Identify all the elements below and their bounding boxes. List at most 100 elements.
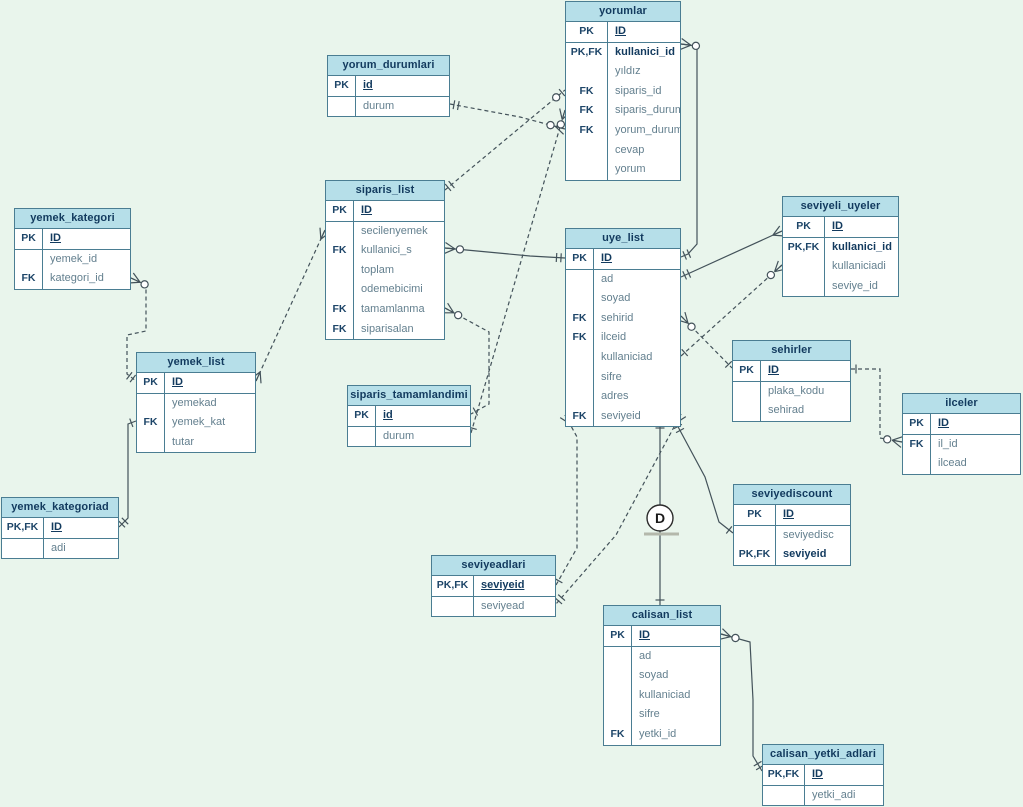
table-row[interactable]: tutar <box>137 432 255 453</box>
table-title[interactable]: siparis_tamamlandimi <box>348 386 470 406</box>
table-title[interactable]: seviyediscount <box>734 485 850 505</box>
table-row[interactable]: seviyedisc <box>734 525 850 546</box>
table-title[interactable]: ilceler <box>903 394 1020 414</box>
table-title[interactable]: seviyeadlari <box>432 556 555 576</box>
relationship-siparis_list.tamamlanma-to-siparis_tamamlandimi.id[interactable] <box>442 302 490 416</box>
table-row[interactable]: yetki_adi <box>763 785 883 806</box>
table-row[interactable]: durum <box>348 426 470 447</box>
table-title[interactable]: siparis_list <box>326 181 444 201</box>
table-row[interactable]: secilenyemek <box>326 221 444 242</box>
table-title[interactable]: yorumlar <box>566 2 680 22</box>
table-title[interactable]: yorum_durumlari <box>328 56 449 76</box>
table-row[interactable]: sifre <box>604 705 720 725</box>
table-row[interactable]: yorum <box>566 160 680 180</box>
table-row[interactable]: seviyead <box>432 596 555 617</box>
table-row[interactable]: ilcead <box>903 454 1020 474</box>
table-row[interactable]: sehirad <box>733 401 850 421</box>
table-row[interactable]: adres <box>566 387 680 407</box>
relationship-yorum_durumlari.durum-to-yorumlar.yorum_durum[interactable] <box>449 100 567 135</box>
delete-rule-annotation[interactable]: D <box>644 504 679 536</box>
table-row[interactable]: ad <box>604 646 720 667</box>
table-title[interactable]: sehirler <box>733 341 850 361</box>
relationship-siparis_tamamlandimi.durum-to-yorumlar.siparis_durum[interactable] <box>467 108 571 434</box>
relationship-yemek_list.ID-to-siparis_list.secilenyemek[interactable] <box>250 227 331 384</box>
table-row[interactable]: yemek_id <box>15 249 130 270</box>
relationship-yemek_list.yemek_kat-to-yemek_kategoriad.ID[interactable] <box>118 418 137 528</box>
table-row[interactable]: cevap <box>566 140 680 161</box>
table-title[interactable]: calisan_yetki_adlari <box>763 745 883 765</box>
table-row[interactable]: sifre <box>566 367 680 388</box>
table-title[interactable]: yemek_list <box>137 353 255 373</box>
table-row[interactable]: yıldız <box>566 62 680 82</box>
relationship-yemek_kategori.kategori_id-to-yemek_list.ID[interactable] <box>126 272 149 383</box>
table-row[interactable]: toplam <box>326 260 444 281</box>
relationship-siparis_list.ID-to-yorumlar.siparis_id[interactable] <box>444 88 566 192</box>
table-title[interactable]: seviyeli_uyeler <box>783 197 898 217</box>
relationship-calisan_list.ID-to-calisan_yetki_adlari.ID[interactable] <box>719 628 765 772</box>
relationship-uye_list.sehirid-to-sehirler.ID[interactable] <box>676 311 733 369</box>
table-title[interactable]: calisan_list <box>604 606 720 626</box>
table-row[interactable]: kullaniciadi <box>783 257 898 277</box>
table-row[interactable]: adi <box>2 538 118 559</box>
relationship-seviyeadlari.seviyeid-to-uye_list.seviyeid[interactable] <box>554 412 578 586</box>
relationship-siparis_list.kullanici_s-to-uye_list.ID[interactable] <box>444 242 566 263</box>
table-row[interactable]: odemebicimi <box>326 280 444 300</box>
table-row[interactable]: kullaniciad <box>566 347 680 368</box>
table-title[interactable]: yemek_kategoriad <box>2 498 118 518</box>
table-row[interactable]: soyad <box>566 289 680 309</box>
table-row[interactable]: durum <box>328 96 449 117</box>
table-title[interactable]: uye_list <box>566 229 680 249</box>
relationship-uye_list.ID-to-seviyeli_uyeler.ID[interactable] <box>680 225 785 280</box>
table-row[interactable]: plaka_kodu <box>733 381 850 402</box>
table-row[interactable]: soyad <box>604 666 720 686</box>
table-row[interactable]: seviye_id <box>783 276 898 297</box>
relationship-sehirler.ID-to-ilceler.il_id[interactable] <box>851 364 904 448</box>
table-row[interactable]: kullaniciad <box>604 685 720 706</box>
table-row[interactable]: yemekad <box>137 393 255 414</box>
